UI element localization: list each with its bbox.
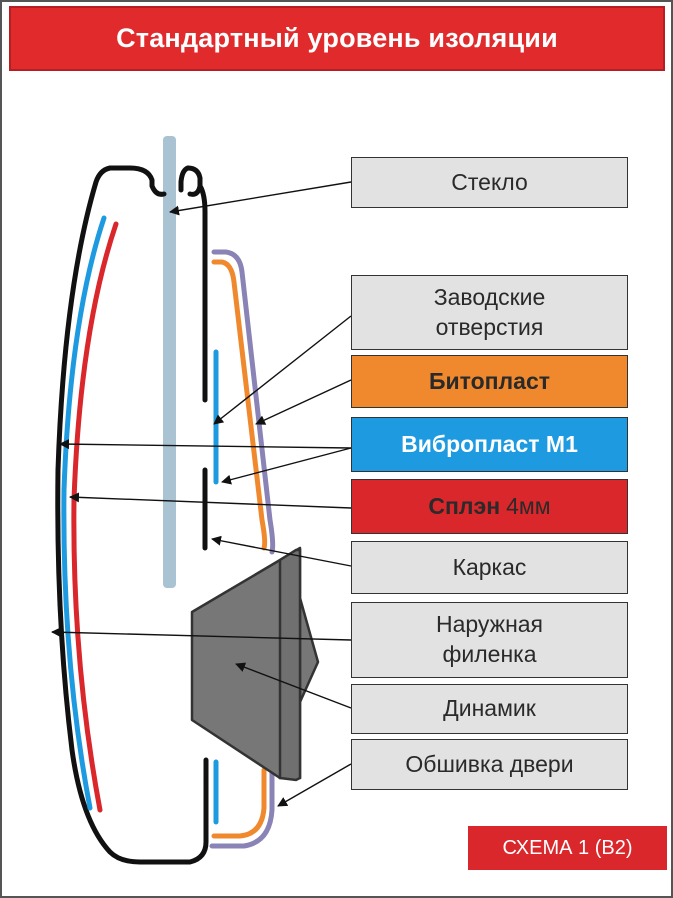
speaker-cone <box>278 548 302 782</box>
label-dinamik: Динамик <box>351 684 628 734</box>
bitoplast-layer-bottom <box>211 767 267 839</box>
label-bitoplast-text: Битопласт <box>428 367 551 394</box>
label-zavodskie-line1: Заводские <box>433 283 546 310</box>
label-splen: Сплэн 4мм <box>351 479 628 534</box>
obshivka-layer <box>211 249 276 555</box>
bitoplast-layer <box>211 259 268 551</box>
label-zavodskie-line2: отверстия <box>435 313 544 340</box>
leader-karkas <box>211 535 352 567</box>
label-vibroplast: Вибропласт М1 <box>351 417 628 472</box>
label-naruzhnaya-filenka: Наружная филенка <box>351 602 628 678</box>
label-bitoplast: Битопласт <box>351 355 628 408</box>
leader-vibroplast-inner <box>221 447 352 485</box>
label-vibroplast-text: Вибропласт М1 <box>401 430 578 457</box>
leader-steklo <box>169 181 352 216</box>
leader-obshivka <box>277 763 352 807</box>
leader-splen <box>69 492 352 509</box>
label-zavodskie-otverstiya: Заводские отверстия <box>351 275 628 350</box>
label-splen-text: Сплэн <box>428 492 501 519</box>
leader-filenka <box>51 627 352 641</box>
outer-panel-notch <box>178 165 191 193</box>
schema-tag: СХЕМА 1 (В2) <box>468 826 667 870</box>
page-title: Стандартный уровень изоляции <box>9 6 665 71</box>
leader-dinamik <box>235 662 352 709</box>
label-steklo: Стекло <box>351 157 628 208</box>
leader-bitoplast <box>255 379 352 425</box>
label-filenka-line1: Наружная <box>435 611 544 638</box>
label-dinamik-text: Динамик <box>443 695 536 722</box>
label-obshivka-text: Обшивка двери <box>405 750 574 777</box>
label-steklo-text: Стекло <box>451 168 528 195</box>
label-filenka-line2: филенка <box>442 641 537 667</box>
label-obshivka-dveri: Обшивка двери <box>351 739 628 790</box>
obshivka-layer-bottom <box>209 769 275 849</box>
label-karkas-text: Каркас <box>452 553 527 580</box>
leader-vibroplast-outer <box>59 439 352 450</box>
outer-panel-outline <box>55 165 209 865</box>
frame-inner-top <box>197 183 208 403</box>
leader-lines <box>51 181 352 807</box>
glass-layer <box>163 136 176 588</box>
label-karkas: Каркас <box>351 541 628 594</box>
leader-zavodskie <box>213 315 352 425</box>
vibroplast-layer-outer <box>61 215 107 811</box>
label-splen-thickness: 4мм <box>506 492 551 519</box>
